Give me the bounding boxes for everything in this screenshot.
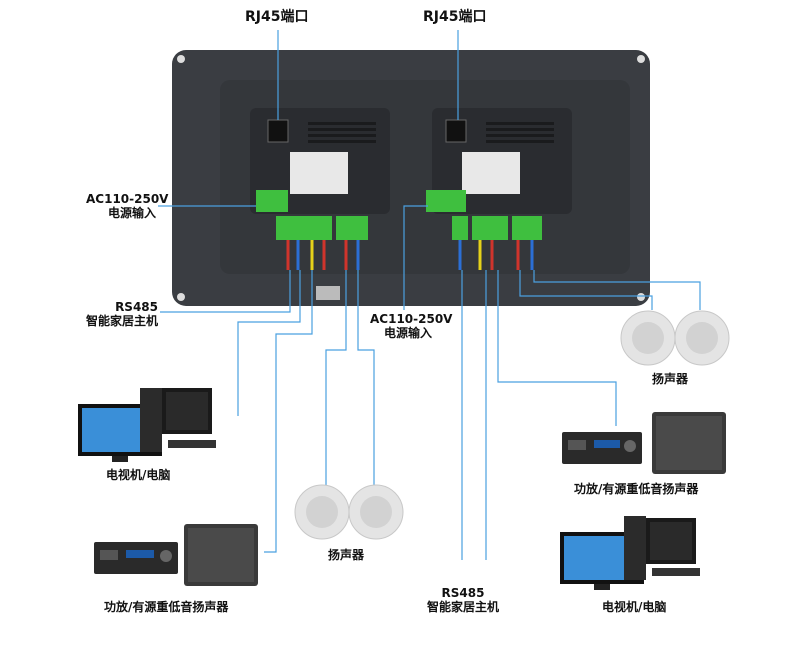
rj45-label-left: RJ45端口 <box>245 9 309 25</box>
ac-power-right-line1: AC110-250V <box>370 312 453 326</box>
tv-pc-label-left: 电视机/电脑 <box>106 468 171 482</box>
power-terminal-left <box>256 190 288 212</box>
tv-pc-left <box>78 388 216 462</box>
control-panel-back <box>172 50 650 306</box>
ac-power-right-line2: 电源输入 <box>383 326 432 340</box>
rs485-left-line1: RS485 <box>115 300 158 314</box>
terminal-block-left-a <box>276 216 332 240</box>
left-module <box>250 108 390 300</box>
terminal-block-right-a <box>452 216 468 240</box>
ac-power-label-right: AC110-250V 电源输入 <box>370 312 453 340</box>
rs485-label-bottom: RS485 智能家居主机 <box>418 586 508 614</box>
ac-power-label-left: AC110-250V 电源输入 <box>86 192 169 220</box>
amplifier-label-right: 功放/有源重低音扬声器 <box>574 482 699 496</box>
speaker-label-center: 扬声器 <box>328 548 365 562</box>
rs485-bottom-line1: RS485 <box>441 586 485 600</box>
terminal-block-left-b <box>336 216 368 240</box>
rj45-label-right: RJ45端口 <box>423 9 487 25</box>
rs485-bottom-line2: 智能家居主机 <box>426 600 499 614</box>
amplifier-right <box>562 412 726 474</box>
amplifier-left <box>94 524 258 586</box>
right-module <box>426 108 572 240</box>
tv-pc-right <box>560 516 700 590</box>
ac-power-left-line2: 电源输入 <box>107 206 156 220</box>
speakers-center <box>294 484 404 540</box>
speakers-right <box>620 310 730 366</box>
terminal-block-right-c <box>512 216 542 240</box>
power-terminal-right <box>426 190 466 212</box>
ac-power-left-line1: AC110-250V <box>86 192 169 206</box>
rs485-left-line2: 智能家居主机 <box>85 314 158 328</box>
speaker-label-right: 扬声器 <box>652 372 689 386</box>
rs485-label-left: RS485 智能家居主机 <box>74 300 158 328</box>
tv-pc-label-right: 电视机/电脑 <box>602 600 667 614</box>
terminal-block-right-b <box>472 216 508 240</box>
amplifier-label-left: 功放/有源重低音扬声器 <box>104 600 229 614</box>
screw-terminal <box>316 286 340 300</box>
connector-lines <box>158 30 701 560</box>
colored-wires <box>286 240 534 270</box>
